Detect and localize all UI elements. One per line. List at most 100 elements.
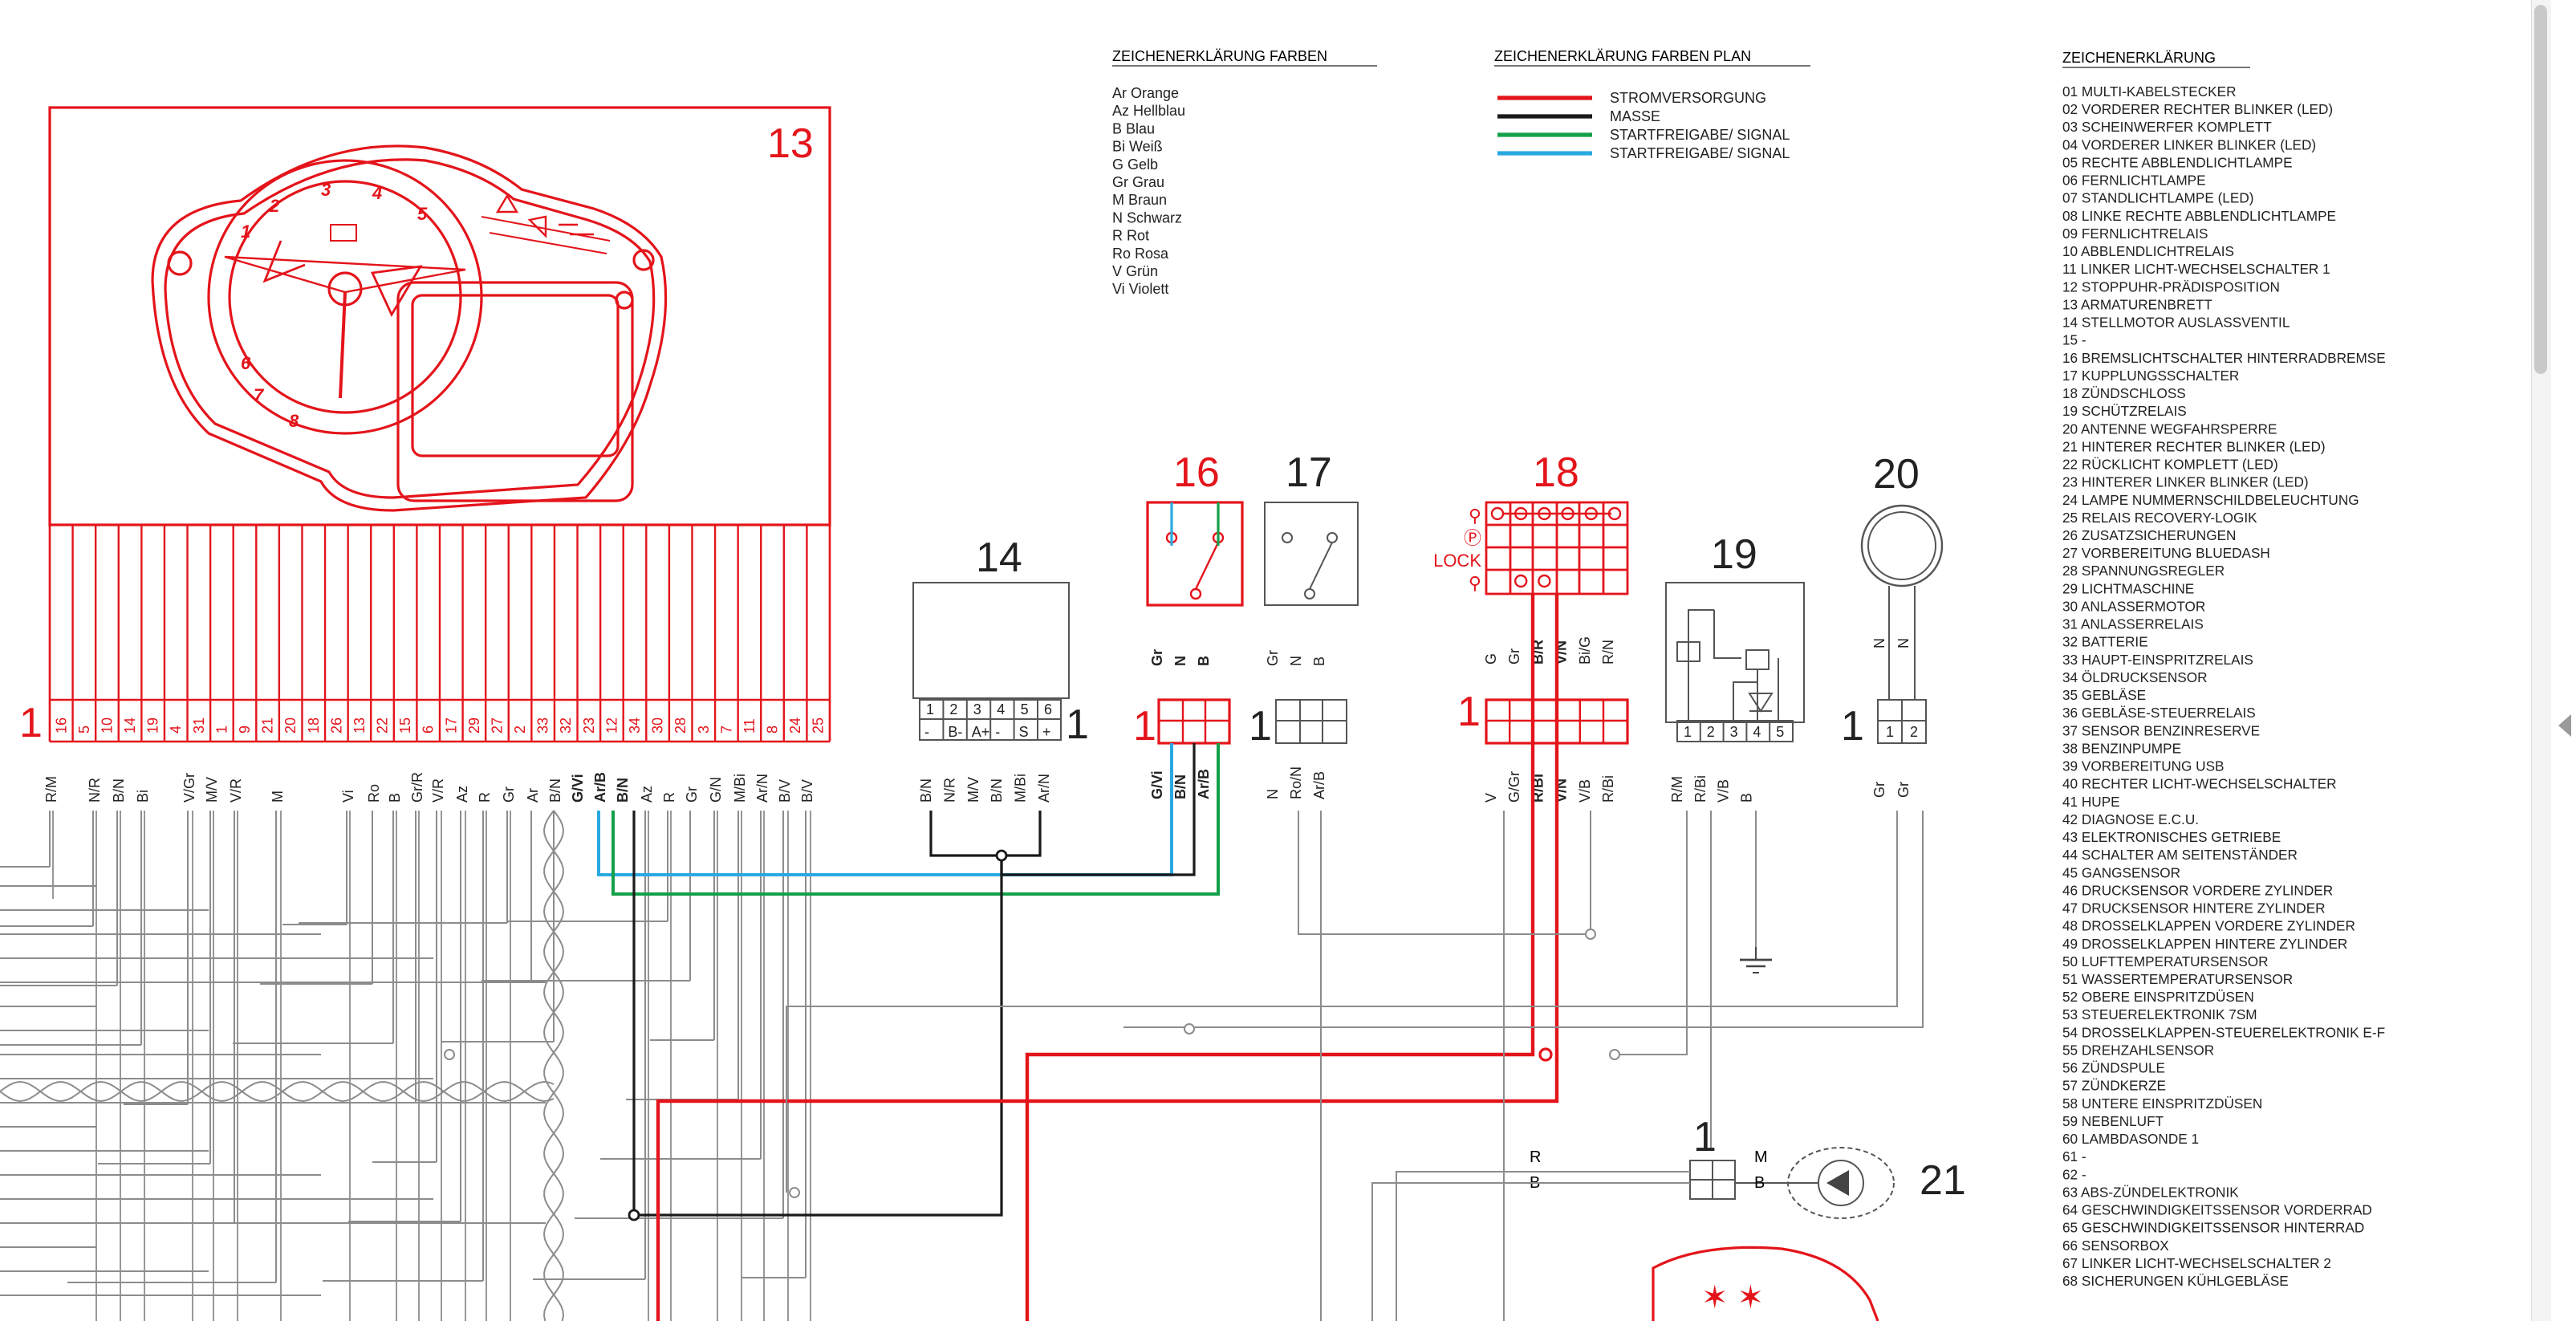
side-panel-arrow-icon[interactable] — [2558, 714, 2571, 737]
legend-component-item: 48 DROSSELKLAPPEN VORDERE ZYLINDER — [2062, 918, 2355, 934]
wire — [1123, 811, 1924, 1028]
component-17-connector-number: 1 — [1249, 703, 1272, 750]
legend-component-item: 06 FERNLICHTLAMPE — [2062, 173, 2206, 189]
wire — [786, 811, 1898, 1193]
c20-pin-number: 2 — [1910, 724, 1918, 740]
c21-wire-right-2: B — [1754, 1174, 1765, 1192]
legend-plan-heading: ZEICHENERKLÄRUNG FARBEN PLAN — [1494, 48, 1751, 64]
legend-component-item: 17 KUPPLUNGSSCHALTER — [2062, 368, 2239, 384]
dashboard-pin-number: 1 — [213, 725, 230, 734]
ground-wire — [1000, 743, 1196, 876]
svg-text:7: 7 — [254, 385, 265, 405]
legend-component-item: 11 LINKER LICHT-WECHSELSCHALTER 1 — [2062, 261, 2330, 277]
legend-component-item: 04 VORDERER LINKER BLINKER (LED) — [2062, 136, 2316, 152]
legend-plan-item: STARTFREIGABE/ SIGNAL — [1610, 145, 1790, 161]
legend-component-item: 54 DROSSELKLAPPEN-STEUERELEKTRONIK E-F — [2062, 1024, 2385, 1040]
dashboard-wire-label: R — [477, 792, 493, 803]
legend-component-item: 19 SCHÜTZRELAIS — [2062, 403, 2187, 419]
legend-component-item: 51 WASSERTEMPERATURSENSOR — [2062, 971, 2293, 987]
dashboard-wire-label: G/Vi — [570, 774, 586, 803]
legend-component-item: 66 SENSORBOX — [2062, 1238, 2169, 1254]
legend-component-item: 56 ZÜNDSPULE — [2062, 1060, 2165, 1076]
legend-component-item: 24 LAMPE NUMMERNSCHILDBELEUCHTUNG — [2062, 492, 2359, 508]
dashboard-pin-number: 33 — [535, 717, 551, 734]
legend-component-item: 39 VORBEREITUNG USB — [2062, 758, 2225, 774]
legend-component-item: 64 GESCHWINDIGKEITSSENSOR VORDERRAD — [2062, 1202, 2372, 1218]
twisted-pair-wire — [542, 810, 565, 1322]
component-21-number: 21 — [1920, 1157, 1966, 1204]
c18-key-label: ⚲ — [1469, 573, 1481, 593]
c14-pin-number: 2 — [949, 701, 957, 717]
scrollbar-thumb[interactable] — [2534, 5, 2547, 374]
tail-light-led-icon: ✶ ✶ — [1701, 1280, 1764, 1315]
c19-wire-label: R/Bi — [1692, 775, 1709, 803]
legend-component-item: 34 ÖLDRUCKSENSOR — [2062, 669, 2208, 685]
c18-wire-label: R/Bi — [1600, 775, 1616, 803]
legend-component-item: 18 ZÜNDSCHLOSS — [2062, 385, 2186, 401]
legend-components-heading: ZEICHENERKLÄRUNG — [2062, 50, 2216, 66]
dashboard-drawing — [151, 144, 668, 512]
legend-color-item: G Gelb — [1112, 156, 1158, 173]
svg-text:6: 6 — [241, 353, 251, 373]
dashboard-wire-label: B/N — [111, 778, 127, 803]
dashboard-pin-number: 4 — [168, 725, 184, 734]
legend-component-item: 10 ABBLENDLICHTRELAIS — [2062, 243, 2234, 259]
dashboard-pin-number: 19 — [145, 717, 161, 734]
dashboard-wire-label: Gr — [501, 786, 517, 803]
c16-wire-label: G/Vi — [1149, 770, 1165, 799]
legend-component-item: 42 DIAGNOSE E.C.U. — [2062, 811, 2199, 827]
c17-wire-label: N — [1265, 789, 1281, 799]
power-wire-red — [656, 594, 1559, 1321]
legend-plan-item: STROMVERSORGUNG — [1610, 90, 1766, 106]
legend-component-item: 25 RELAIS RECOVERY-LOGIK — [2062, 510, 2257, 526]
legend-component-item: 43 ELEKTRONISCHES GETRIEBE — [2062, 829, 2281, 845]
dashboard-pin-number: 20 — [282, 717, 299, 734]
legend-color-item: Gr Grau — [1112, 174, 1164, 190]
legend-plan: ZEICHENERKLÄRUNG FARBEN PLAN — [1494, 48, 1810, 67]
c19-pin-number: 2 — [1707, 724, 1715, 740]
legend-components: ZEICHENERKLÄRUNG — [2062, 50, 2250, 68]
power-wire-red — [1025, 594, 1535, 1321]
c14-wire-label: M/V — [965, 777, 981, 803]
component-20-number: 20 — [1873, 451, 1920, 498]
legend-component-item: 55 DREHZAHLSENSOR — [2062, 1042, 2214, 1058]
c18-top-wire-label: Gr — [1506, 648, 1522, 665]
dashboard-pin-number: 10 — [99, 717, 115, 734]
component-21-connector-number: 1 — [1693, 1114, 1717, 1160]
dashboard-wire-label: G/N — [708, 777, 724, 803]
legend-component-item: 58 UNTERE EINSPRITZDÜSEN — [2062, 1095, 2262, 1112]
c20-wire-label: Gr — [1871, 782, 1887, 798]
dashboard-pin-number: 21 — [260, 717, 276, 734]
svg-text:1: 1 — [241, 222, 250, 242]
c17-wire-label: Ro/N — [1288, 766, 1304, 799]
dashboard-pin-number: 34 — [627, 717, 643, 734]
dashboard-wire-label: N/R — [87, 778, 103, 803]
c14-pin-number: 5 — [1021, 701, 1029, 717]
twisted-pair-wire — [0, 1080, 555, 1103]
legend-component-item: 67 LINKER LICHT-WECHSELSCHALTER 2 — [2062, 1255, 2331, 1271]
c16-top-wire-label: B — [1196, 656, 1212, 666]
dashboard-wire-label: R/M — [43, 776, 59, 803]
legend-component-item: 23 HINTERER LINKER BLINKER (LED) — [2062, 474, 2309, 490]
dashboard-pin-number: 28 — [672, 717, 689, 734]
legend-component-item: 22 RÜCKLICHT KOMPLETT (LED) — [2062, 457, 2278, 473]
wire — [1396, 1171, 1690, 1321]
component-17-number: 17 — [1286, 449, 1332, 496]
dashboard-wire-label: Ar — [525, 788, 541, 803]
dashboard-pin-number: 18 — [306, 717, 322, 734]
dashboard-pin-number: 32 — [558, 717, 574, 734]
legend-color-item: V Grün — [1112, 263, 1158, 279]
legend-component-item: 26 ZUSATZSICHERUNGEN — [2062, 527, 2236, 543]
dashboard-wire-label: Bi — [135, 790, 151, 803]
dashboard-pin-number: 9 — [237, 725, 253, 734]
signal-wire-green — [611, 743, 1220, 896]
legend-component-item: 20 ANTENNE WEGFAHRSPERRE — [2062, 421, 2277, 437]
c18-top-wire-label: G — [1483, 653, 1499, 665]
c20-top-wire-label: N — [1895, 638, 1912, 648]
c14-pin-mark: - — [995, 724, 1000, 740]
